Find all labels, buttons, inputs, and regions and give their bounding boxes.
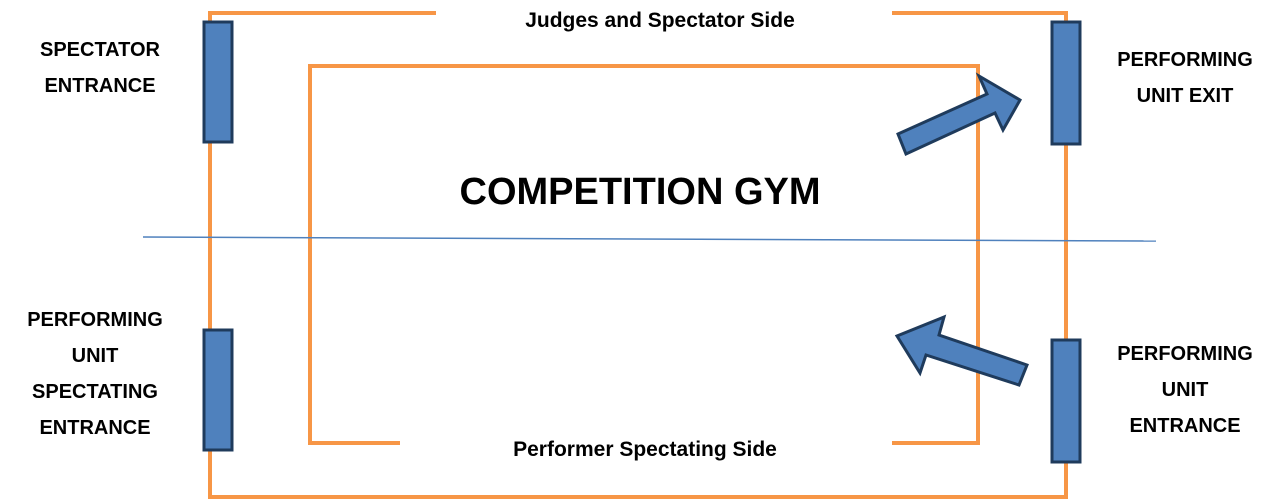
- performing-unit-spectating-entrance-label: PERFORMING UNIT SPECTATING ENTRANCE: [27, 309, 163, 439]
- divider-line: [142, 236, 1157, 242]
- performing-unit-spectating-entrance-door: [202, 328, 234, 452]
- spectator-entrance-door: [202, 20, 234, 144]
- performing-unit-exit-door: [1050, 20, 1082, 146]
- judges-spectator-side-label: Judges and Spectator Side: [525, 9, 795, 32]
- entry-arrow: [894, 314, 1029, 387]
- exit-arrow: [896, 72, 1023, 157]
- spectator-entrance-label: SPECTATOR ENTRANCE: [39, 39, 160, 97]
- competition-gym-title: COMPETITION GYM: [459, 171, 821, 213]
- performing-unit-entrance-label: PERFORMING UNIT ENTRANCE: [1117, 343, 1253, 437]
- competition-floor-boundary: [308, 64, 980, 445]
- performing-unit-exit-label: PERFORMING UNIT EXIT: [1117, 49, 1253, 107]
- performing-unit-entrance-door: [1050, 338, 1082, 464]
- outer-boundary: [208, 11, 1068, 499]
- performer-spectating-side-label: Performer Spectating Side: [513, 438, 777, 461]
